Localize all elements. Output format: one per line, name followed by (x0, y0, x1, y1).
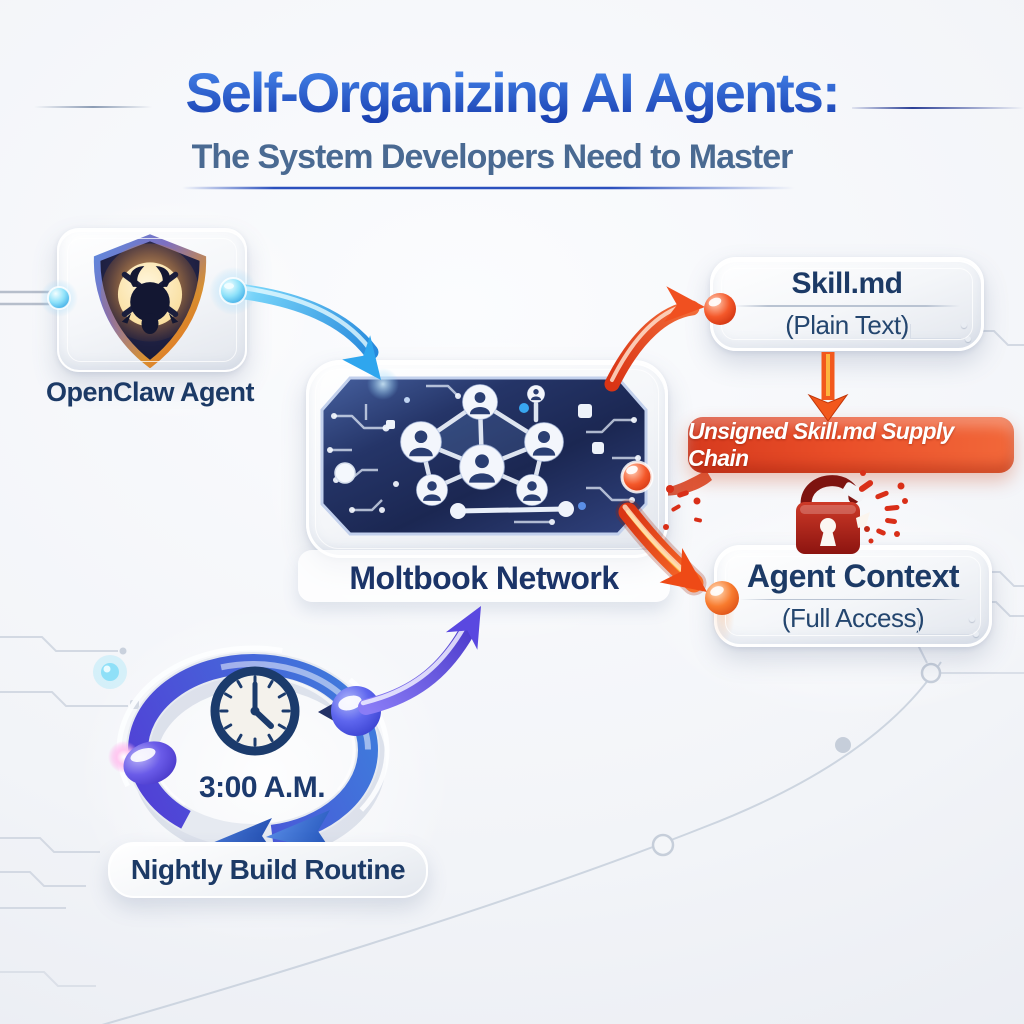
chip-white-ball (334, 462, 356, 484)
arc-node-filled (835, 737, 851, 753)
nightly-build-pill: Nightly Build Routine (108, 842, 428, 898)
cycle-blob-right (331, 686, 381, 736)
moltbook-network-label: Moltbook Network (349, 560, 619, 596)
mini-dot (973, 631, 979, 637)
mini-dot (961, 322, 967, 328)
agent-context-card: Agent Context (Full Access) (711, 545, 992, 647)
divider (734, 305, 960, 307)
banner-tail (634, 470, 712, 496)
refresh-cycle-icon (108, 645, 390, 860)
background-circuit-traces (0, 330, 1024, 987)
skill-md-subtitle: (Plain Text) (785, 309, 909, 340)
cycle-chevron-icon (266, 810, 332, 852)
background-arc-path (101, 661, 942, 1024)
skill-md-title: Skill.md (791, 267, 903, 301)
agent-context-subtitle: (Full Access) (781, 603, 925, 634)
arc-node-outline2 (920, 662, 942, 684)
openclaw-agent-label: OpenClaw Agent (45, 377, 255, 407)
left-connector-line (0, 290, 58, 306)
mini-dot (969, 616, 975, 622)
moltbook-network-card (306, 360, 668, 558)
nightly-build-label: Nightly Build Routine (130, 854, 406, 885)
chip-trace-dots (327, 393, 641, 525)
chip-traces (330, 384, 638, 524)
header-accent-lines (34, 106, 1024, 190)
avatar-network-chip-icon (320, 376, 648, 536)
mini-circuit-decor (918, 620, 969, 635)
supply-chain-banner-label: Unsigned Skill.md Supply Chain (688, 418, 954, 471)
claw-silhouette (121, 266, 179, 334)
arc-node-outline (651, 833, 675, 857)
page-subtitle: The System Developers Need to Master (191, 138, 794, 176)
openclaw-agent-card (57, 228, 247, 372)
skill-md-card: Skill.md (Plain Text) (710, 257, 984, 351)
shield-claw-icon (93, 234, 207, 368)
cyan-glow-dot (93, 655, 127, 689)
mini-dot (965, 336, 971, 342)
moltbook-label-band (298, 550, 670, 602)
agent-context-title: Agent Context (746, 557, 960, 594)
page-title: Self-Organizing AI Agents: (0, 63, 1024, 123)
mini-circuit-decor (910, 324, 961, 339)
nightly-build-time: 3:00 A.M. (198, 771, 326, 804)
clock-icon (210, 666, 300, 756)
divider (738, 598, 968, 601)
supply-chain-banner: Unsigned Skill.md Supply Chain (688, 417, 1014, 473)
